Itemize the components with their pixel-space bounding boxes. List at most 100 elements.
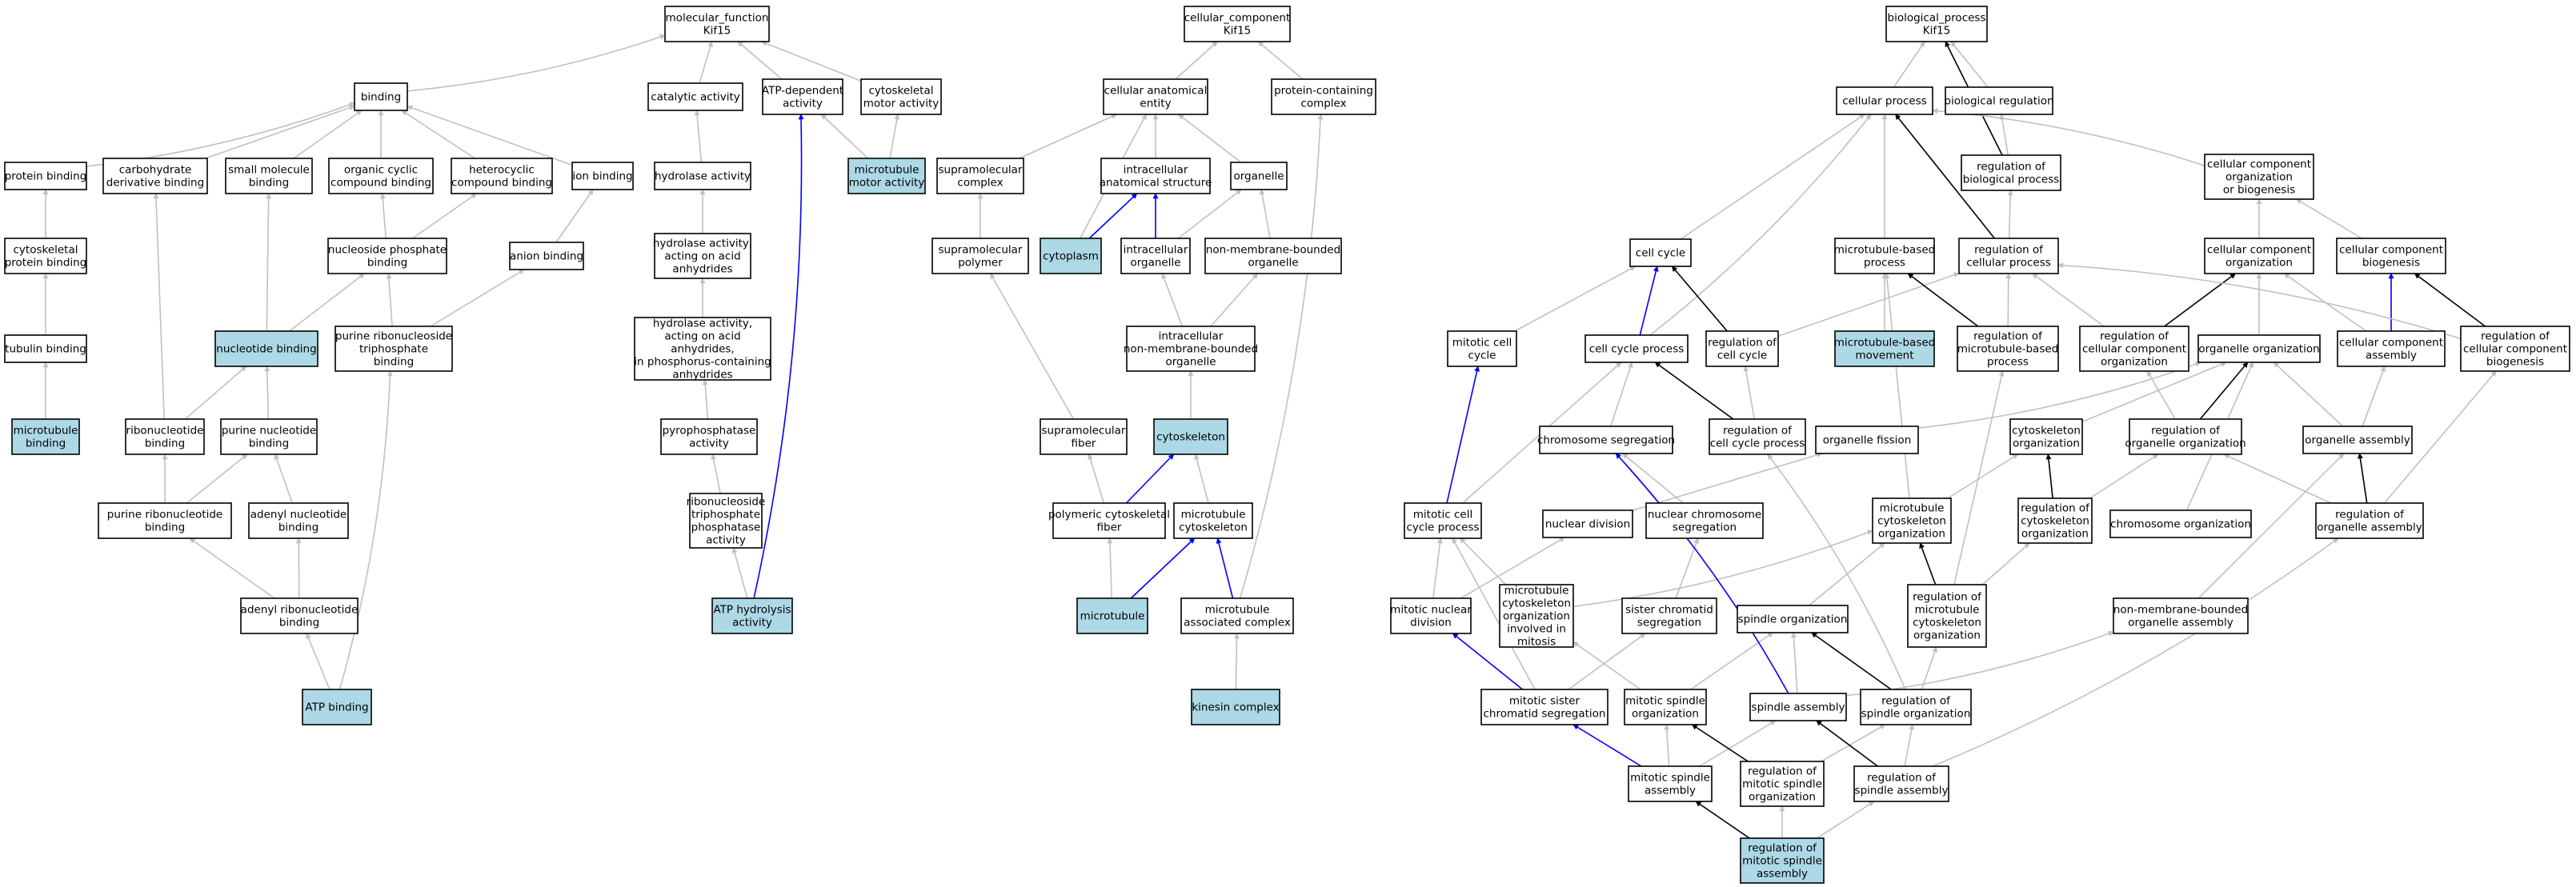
go-term-node-hydacid[interactable]: hydrolase activity,acting on acidanhydri…: [653, 233, 752, 279]
go-term-node-cytoplasm[interactable]: cytoplasm: [1040, 238, 1102, 274]
go-term-node-catalytic[interactable]: catalytic activity: [647, 82, 743, 111]
go-term-node-ionbind[interactable]: ion binding: [571, 162, 634, 190]
go-term-node-protbind[interactable]: protein binding: [4, 162, 87, 190]
go-term-node-atpbind[interactable]: ATP binding: [302, 689, 372, 725]
edge-is-a-pyrophos-to-hydphos: [702, 379, 709, 420]
go-term-node-mtcytomit[interactable]: microtubulecytoskeletonorganizationinvol…: [1499, 584, 1574, 649]
go-term-node-regmtcyto[interactable]: regulation ofmicrotubulecytoskeletonorga…: [1907, 584, 1987, 648]
go-term-node-orgassem[interactable]: organelle assembly: [2302, 426, 2413, 454]
go-term-node-hydrolase[interactable]: hydrolase activity: [654, 162, 751, 190]
go-term-node-tubbind[interactable]: tubulin binding: [4, 334, 87, 363]
go-term-node-chromorg[interactable]: chromosome organization: [2109, 509, 2252, 538]
edge-is-a-binding-to-mf: [407, 34, 666, 92]
go-term-node-hydphos[interactable]: hydrolase activity,acting on acidanhydri…: [634, 317, 771, 382]
go-term-node-cellproc[interactable]: cellular process: [1836, 86, 1933, 115]
go-term-node-ribotri[interactable]: ribonucleosidetriphosphatephosphataseact…: [687, 493, 766, 549]
go-term-node-organelle[interactable]: organelle: [1230, 162, 1288, 190]
go-term-node-orgfis[interactable]: organelle fission: [1815, 426, 1919, 454]
go-term-node-intranonmem[interactable]: intracellularnon-membrane-boundedorganel…: [1124, 326, 1258, 372]
go-term-node-orgorg[interactable]: organelle organization: [2197, 334, 2321, 363]
go-term-node-nucdiv[interactable]: nuclear division: [1542, 509, 1633, 538]
go-term-node-chromseg[interactable]: chromosome segregation: [1537, 426, 1675, 454]
go-term-label: in phosphorus-containing: [634, 356, 771, 369]
go-term-node-nucbind[interactable]: nucleotide binding: [214, 330, 318, 367]
go-term-node-mt[interactable]: microtubule: [1076, 597, 1148, 634]
go-term-node-cytoskel[interactable]: cytoskeleton: [1153, 418, 1228, 455]
go-term-node-spindorg[interactable]: spindle organization: [1737, 605, 1849, 633]
go-term-label: regulation of: [2481, 330, 2550, 343]
go-term-node-ccp[interactable]: cell cycle process: [1584, 334, 1689, 363]
go-term-node-anion[interactable]: anion binding: [509, 242, 584, 270]
go-term-node-kinesin[interactable]: kinesin complex: [1191, 689, 1280, 725]
go-term-node-spindassem[interactable]: spindle assembly: [1749, 693, 1847, 721]
go-term-node-bioreg[interactable]: biological regulation: [1944, 86, 2054, 115]
go-term-node-binding[interactable]: binding: [354, 82, 408, 111]
go-term-label: supramolecular: [938, 164, 1022, 177]
go-term-node-cellcycle[interactable]: cell cycle: [1629, 238, 1692, 267]
